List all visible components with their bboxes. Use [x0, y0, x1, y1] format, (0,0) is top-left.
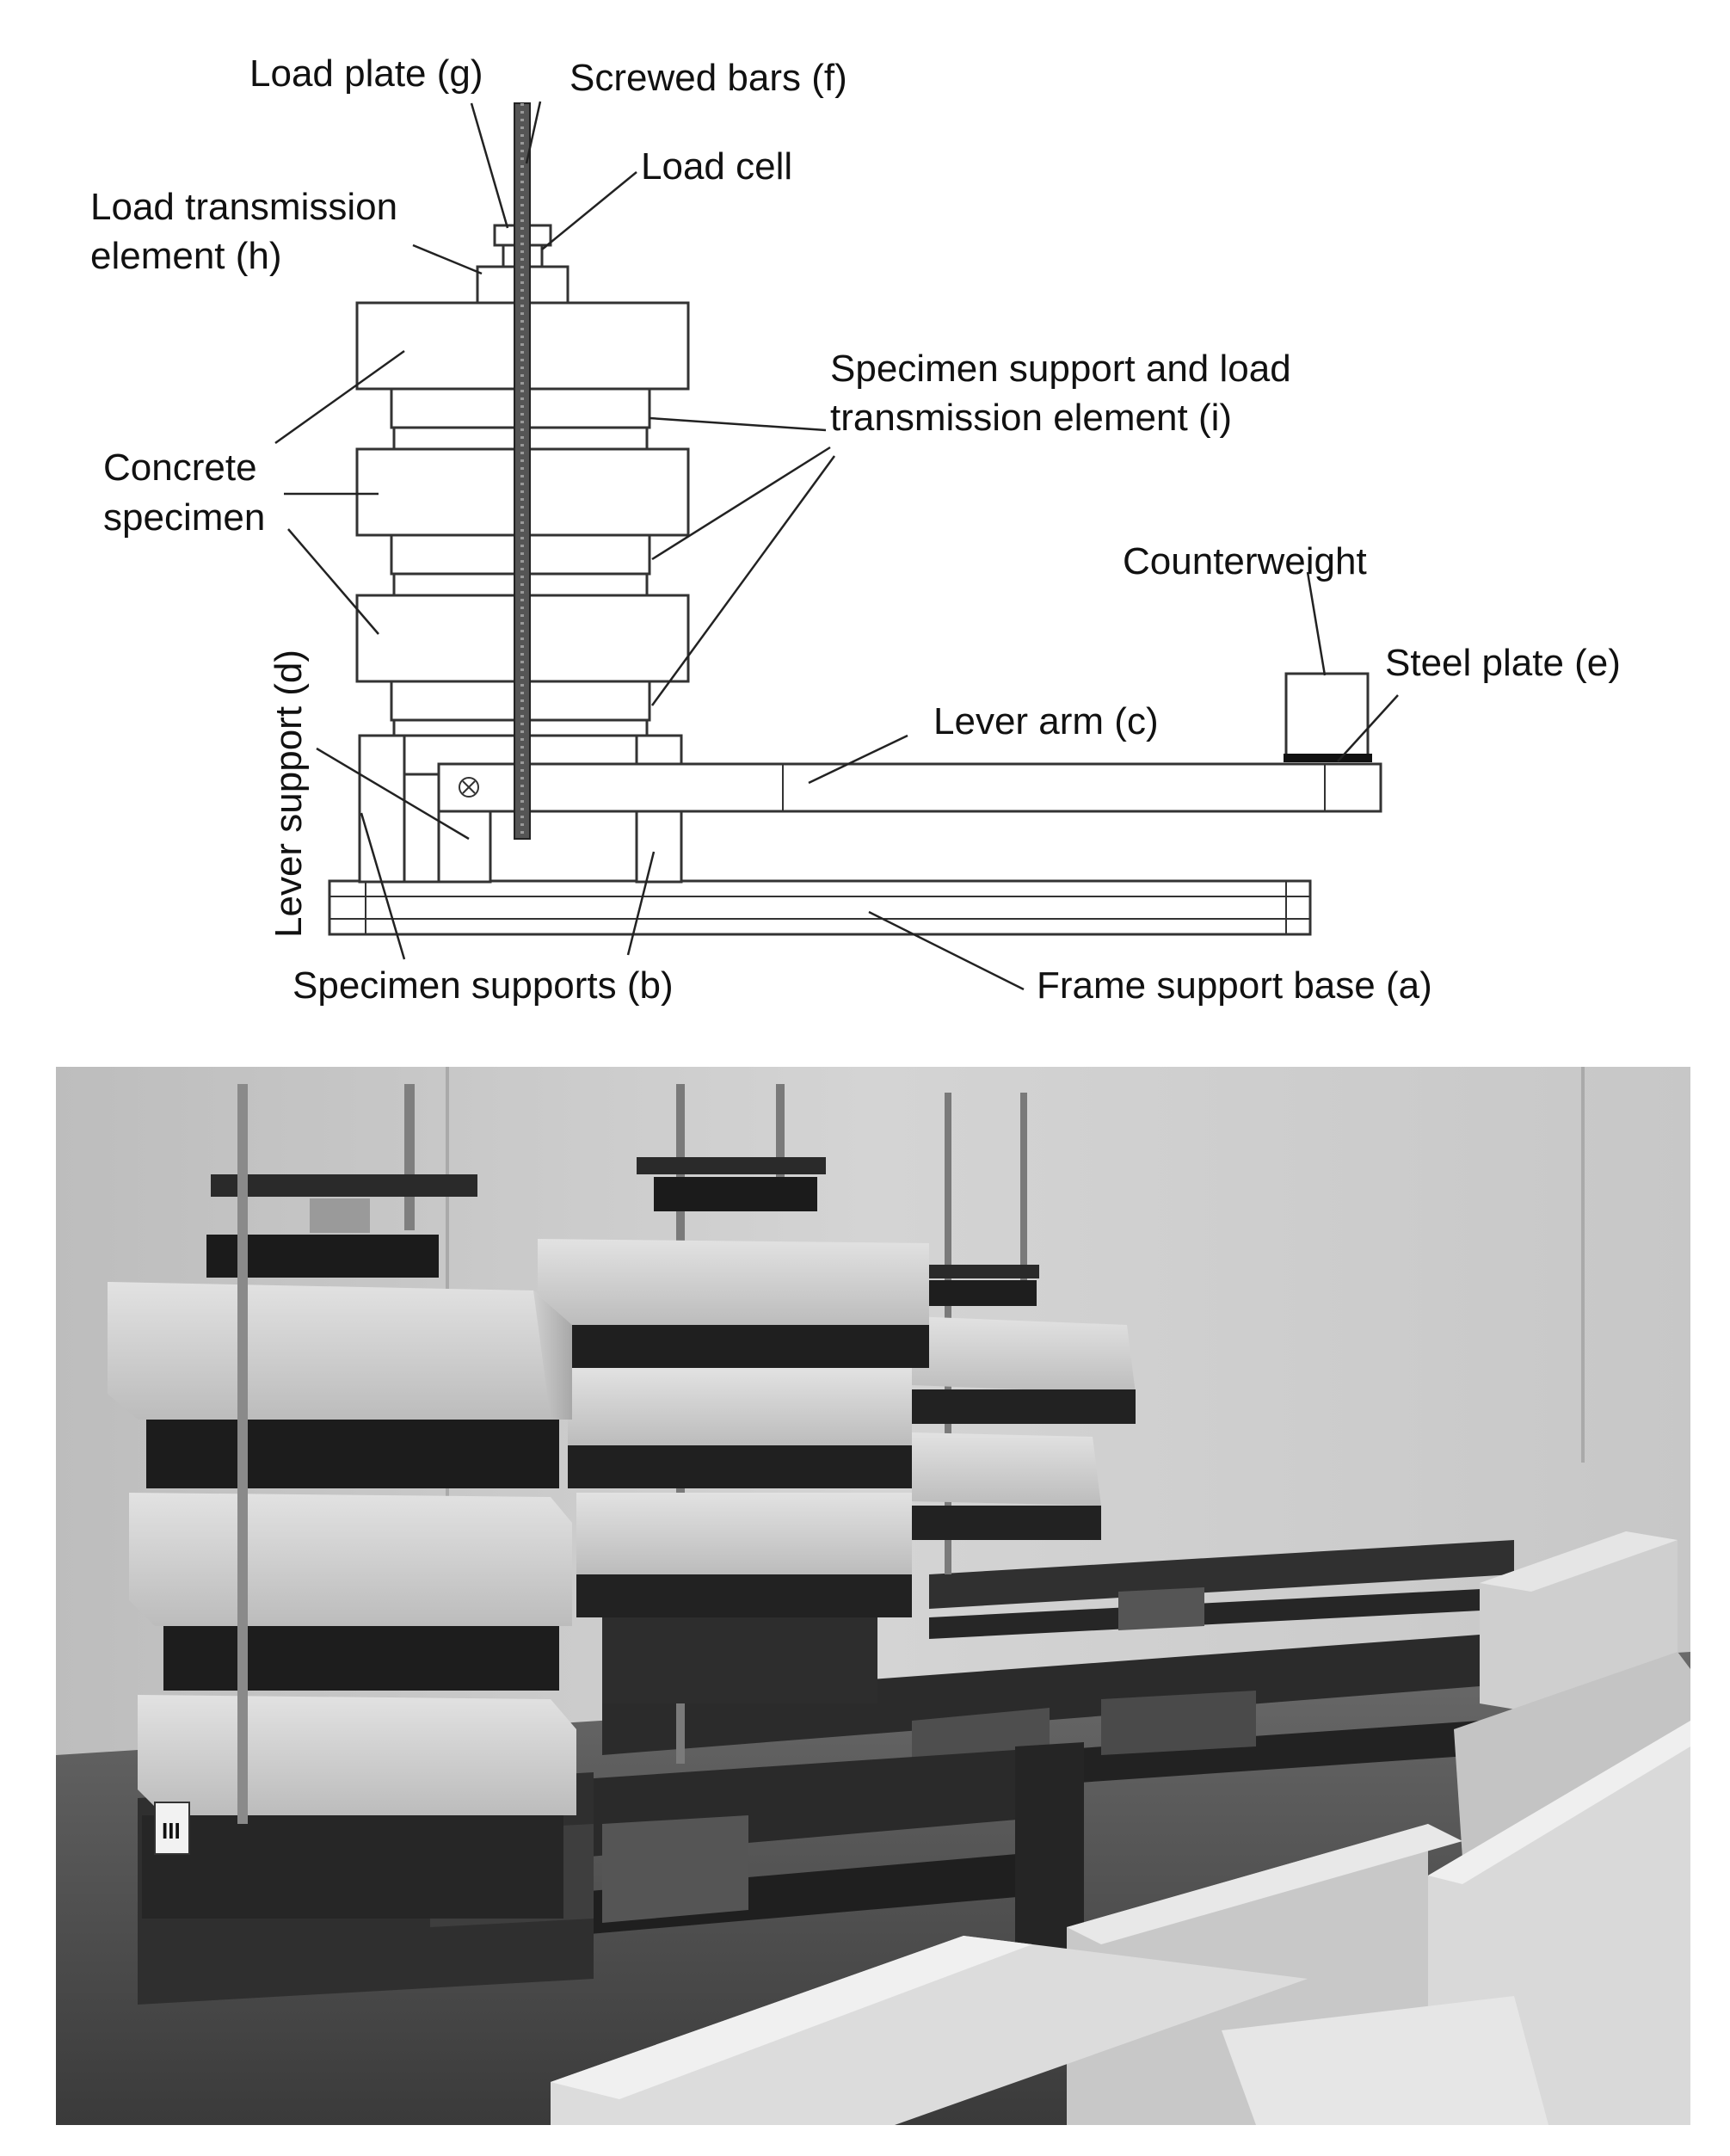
photo-rig-back-right — [912, 1093, 1136, 1574]
label-lever-arm: Lever arm (c) — [933, 700, 1159, 742]
label-counterweight: Counterweight — [1123, 540, 1367, 582]
photo-frame-back — [929, 1540, 1514, 1639]
label-frame-support-base: Frame support base (a) — [1037, 964, 1432, 1007]
label-concrete-line2: specimen — [103, 496, 265, 539]
label-concrete-line1: Concrete — [103, 447, 257, 489]
steel-plate — [1284, 754, 1372, 762]
photo-rig-middle — [538, 1084, 929, 1764]
label-load-cell: Load cell — [641, 145, 792, 188]
label-specimen-support-line2: transmission element (i) — [830, 397, 1232, 439]
photo-counterweights — [551, 1531, 1690, 2125]
frame-support-base — [328, 879, 1312, 936]
label-specimen-support-line1: Specimen support and load — [830, 348, 1291, 390]
label-steel-plate: Steel plate (e) — [1385, 642, 1621, 684]
creep-rig-schematic: Load plate (g) Screwed bars (f) Load cel… — [90, 52, 1621, 1007]
lever-support — [437, 807, 492, 884]
photo-tag-label: III — [162, 1818, 181, 1844]
counterweight-block — [1284, 672, 1370, 761]
label-specimen-supports: Specimen supports (b) — [292, 964, 674, 1007]
label-screwed-bars: Screwed bars (f) — [569, 57, 847, 99]
leader-lines — [274, 101, 1399, 991]
label-load-transmission-line2: element (h) — [90, 235, 282, 277]
label-load-transmission-line1: Load transmission — [90, 186, 397, 228]
lever-arm — [437, 762, 1382, 813]
photo-rig-front-left: III — [108, 1084, 576, 1919]
screwed-bar — [514, 102, 531, 840]
label-lever-support: Lever support (d) — [268, 650, 310, 938]
label-load-plate: Load plate (g) — [249, 52, 483, 95]
